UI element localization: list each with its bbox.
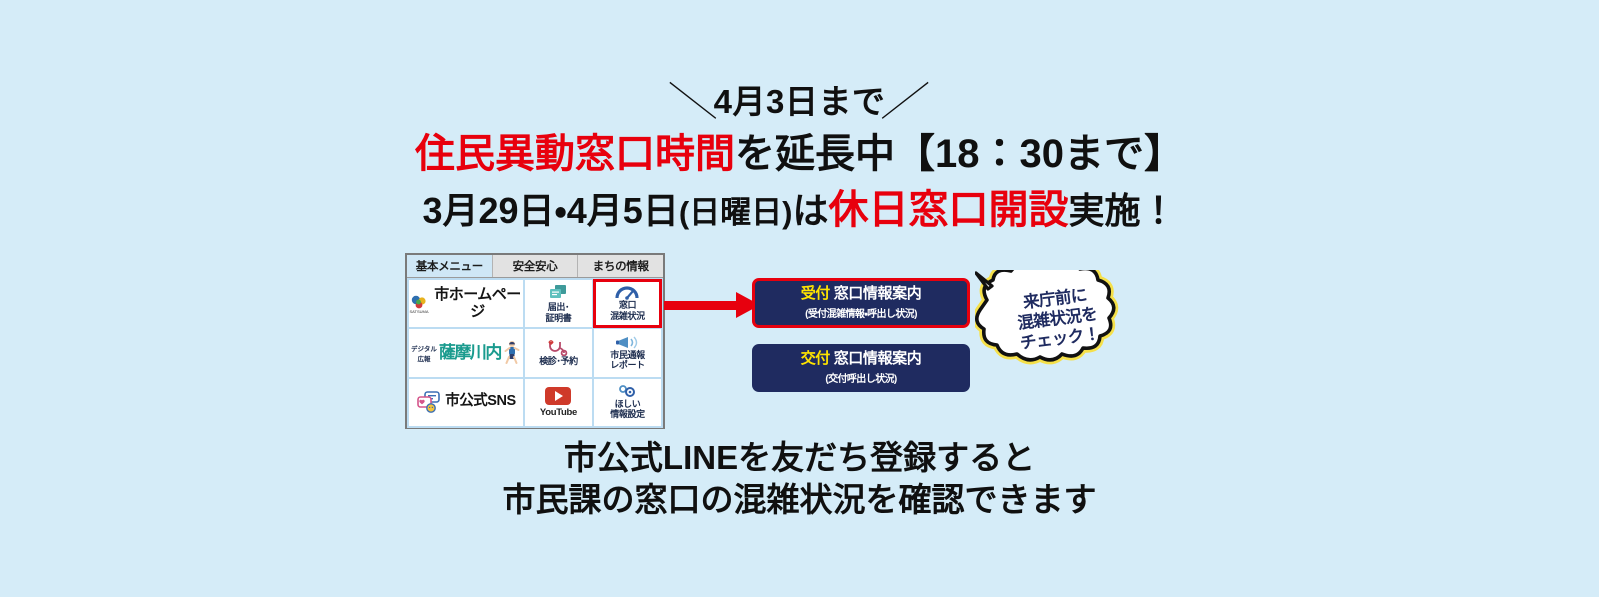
rich-menu-label-counter-1: 窓口	[618, 300, 637, 311]
rich-menu-label-sns: 市公式SNS	[445, 393, 516, 410]
rich-menu-cell-youtube[interactable]: YouTube	[524, 378, 592, 426]
youtube-icon	[545, 386, 572, 405]
issuance-button-subtitle: (交付呼出し状況)	[825, 373, 897, 385]
gauge-icon	[615, 286, 640, 301]
headline-line-2-black: を延長中	[735, 131, 895, 176]
bottom-copy-line-2: 市民課の窓口の混雑状況を確認できます	[502, 481, 1097, 519]
running-person-icon	[504, 340, 520, 364]
bottom-copy-block: 市公式LINEを友だち登録すると 市民課の窓口の混雑状況を確認できます	[0, 437, 1599, 521]
rich-menu-label-checkup: 検診･予約	[539, 355, 578, 366]
speech-bubble: 来庁前に 混雑状況を チェック！	[975, 270, 1140, 368]
rich-menu-label-satsumasendai: 薩摩川内	[438, 343, 503, 363]
rich-menu-tab-safety[interactable]: 安全安心	[492, 255, 579, 277]
rich-menu-label-certificates-1: 届出･	[547, 301, 570, 312]
rich-menu-label-report-2: レポート	[610, 360, 645, 371]
headline-line-1: ＼4月3日まで／	[0, 80, 1599, 126]
headline-line-3-post: 実施！	[1068, 190, 1177, 232]
red-arrow-icon	[664, 292, 760, 318]
headline-line-3-pre: 3月29日・4月5日	[422, 190, 679, 232]
rich-menu-cell-digital-pr[interactable]: デジタル 広報 薩摩川内	[409, 329, 523, 377]
reception-counter-info-button[interactable]: 受付 窓口情報案内 (受付混雑情報・呼出し状況)	[752, 278, 970, 328]
megaphone-icon	[616, 336, 638, 349]
speech-bubble-shape	[975, 270, 1119, 365]
rich-menu-label-digital-prefix: デジタル	[411, 345, 437, 353]
rich-menu-cell-counter-congestion[interactable]: 窓口 混雑状況	[592, 278, 662, 329]
headline-block: ＼4月3日まで／ 住民異動窓口時間を延長中【18：30まで】 3月29日・4月5…	[0, 80, 1599, 233]
rich-menu-label-counter-2: 混雑状況	[610, 311, 645, 322]
headline-line-2-red: 住民異動窓口時間	[415, 131, 735, 176]
headline-line-3-particle: は	[792, 190, 829, 232]
rich-menu-cell-citizen-report[interactable]: 市民通報 レポート	[593, 329, 661, 377]
headline-line-3: 3月29日・4月5日(日曜日)は休日窓口開設実施！	[0, 188, 1599, 233]
headline-line-2: 住民異動窓口時間を延長中【18：30まで】	[0, 131, 1599, 176]
rich-menu-cell-checkup-booking[interactable]: 検診･予約	[524, 329, 592, 377]
rich-menu-cell-certificates[interactable]: 届出･ 証明書	[524, 280, 592, 328]
documents-icon	[550, 284, 567, 298]
issuance-button-title-row: 交付 窓口情報案内	[801, 351, 922, 368]
rich-menu-cell-official-sns[interactable]: 市公式SNS	[409, 378, 523, 426]
svg-text:SATSUMA: SATSUMA	[409, 309, 428, 314]
reception-button-subtitle: (受付混雑情報・呼出し状況)	[805, 308, 917, 320]
slash-left: ＼	[667, 80, 721, 126]
city-logo-icon: SATSUMA	[409, 295, 429, 314]
rich-menu-label-certificates-2: 証明書	[545, 312, 572, 323]
rich-menu-label-digital-sub: 広報	[417, 355, 431, 363]
bottom-copy-line-1: 市公式LINEを友だち登録すると	[563, 439, 1036, 476]
rich-menu-label-report-1: 市民通報	[610, 349, 645, 360]
slash-right: ／	[878, 80, 932, 126]
reception-button-badge: 受付	[800, 285, 831, 303]
rich-menu-tab-town-info[interactable]: まちの情報	[578, 255, 664, 277]
rich-menu-grid: SATSUMA 市ホームページ 届出･ 証明書	[407, 278, 663, 428]
rich-menu-label-settings-1: ほしい	[614, 398, 641, 409]
chat-bubbles-icon	[417, 391, 441, 414]
headline-line-1-text: 4月3日まで	[713, 83, 886, 120]
rich-menu-label-settings-2: 情報設定	[610, 409, 645, 420]
headline-line-3-red: 休日窓口開設	[828, 188, 1069, 233]
issuance-button-title: 窓口情報案内	[833, 350, 922, 368]
headline-line-3-paren: (日曜日)	[678, 195, 793, 231]
rich-menu-cell-homepage[interactable]: SATSUMA 市ホームページ	[409, 280, 523, 328]
reception-button-title-row: 受付 窓口情報案内	[801, 286, 922, 303]
speech-bubble-text: 来庁前に 混雑状況を チェック！	[970, 260, 1146, 377]
headline-line-2-bracket: 【18：30まで】	[895, 131, 1184, 176]
reception-button-title: 窓口情報案内	[833, 285, 922, 303]
rich-menu-tab-basic[interactable]: 基本メニュー	[407, 255, 493, 277]
rich-menu-tabs: 基本メニュー 安全安心 まちの情報	[407, 255, 664, 278]
rich-menu-label-homepage: 市ホームページ	[434, 286, 521, 320]
gears-icon	[619, 384, 636, 397]
line-rich-menu-screenshot: 基本メニュー 安全安心 まちの情報 SATSUMA 市ホームページ	[405, 253, 665, 429]
issuance-counter-info-button[interactable]: 交付 窓口情報案内 (交付呼出し状況)	[752, 344, 970, 392]
rich-menu-cell-info-settings[interactable]: ほしい 情報設定	[593, 378, 661, 426]
illustration-zone: 基本メニュー 安全安心 まちの情報 SATSUMA 市ホームページ	[0, 248, 1599, 433]
rich-menu-label-youtube: YouTube	[539, 406, 578, 418]
stethoscope-icon	[548, 339, 568, 356]
issuance-button-badge: 交付	[800, 350, 831, 368]
